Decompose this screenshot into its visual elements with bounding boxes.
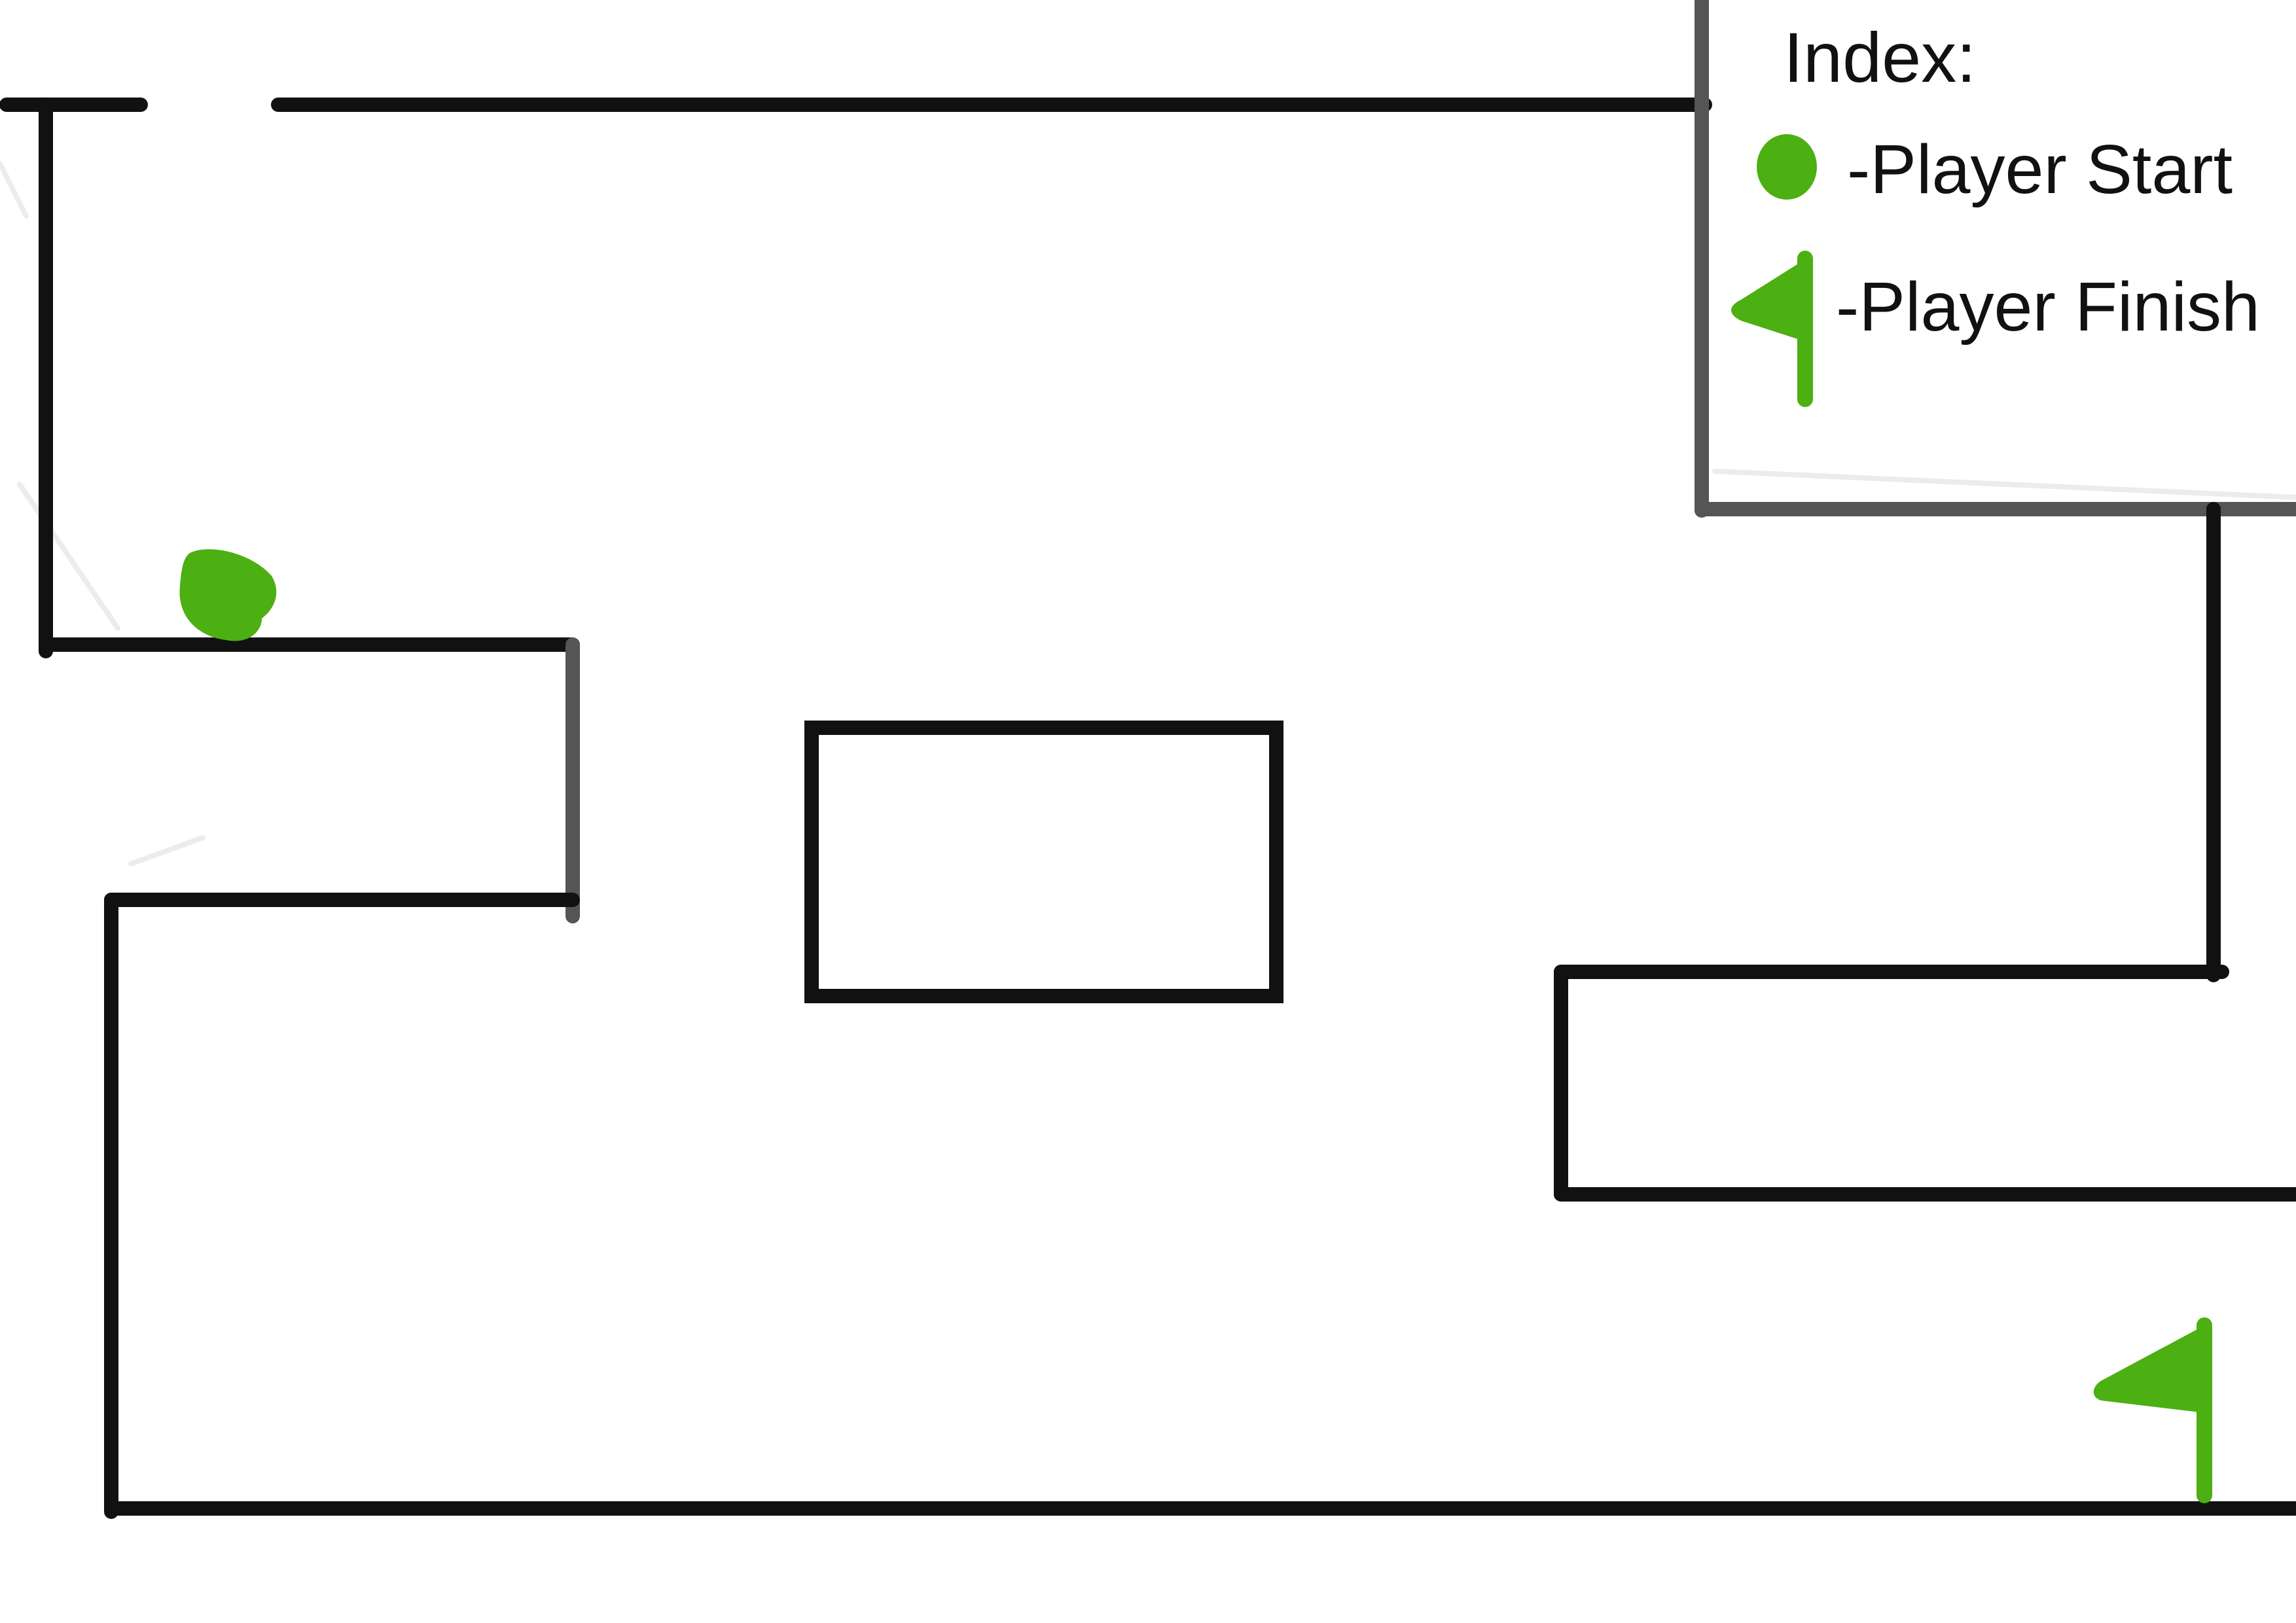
legend-label-player-finish: -Player Finish	[1836, 268, 2260, 346]
player-start-marker	[179, 549, 277, 641]
legend-title: Index:	[1784, 18, 1976, 97]
center-block	[804, 721, 1283, 1003]
player-finish-flag	[2093, 1317, 2212, 1503]
legend-item-player-finish: -Player Finish	[1731, 251, 2260, 407]
sketch-guides	[0, 161, 2296, 866]
maze-walls	[0, 0, 2296, 1519]
legend: Index: -Player Start -Player Finish	[1731, 18, 2260, 407]
legend-label-player-start: -Player Start	[1847, 131, 2233, 208]
legend-item-player-start: -Player Start	[1757, 131, 2233, 208]
start-dot-icon	[1757, 134, 1817, 200]
finish-flag-icon	[1731, 251, 1813, 407]
